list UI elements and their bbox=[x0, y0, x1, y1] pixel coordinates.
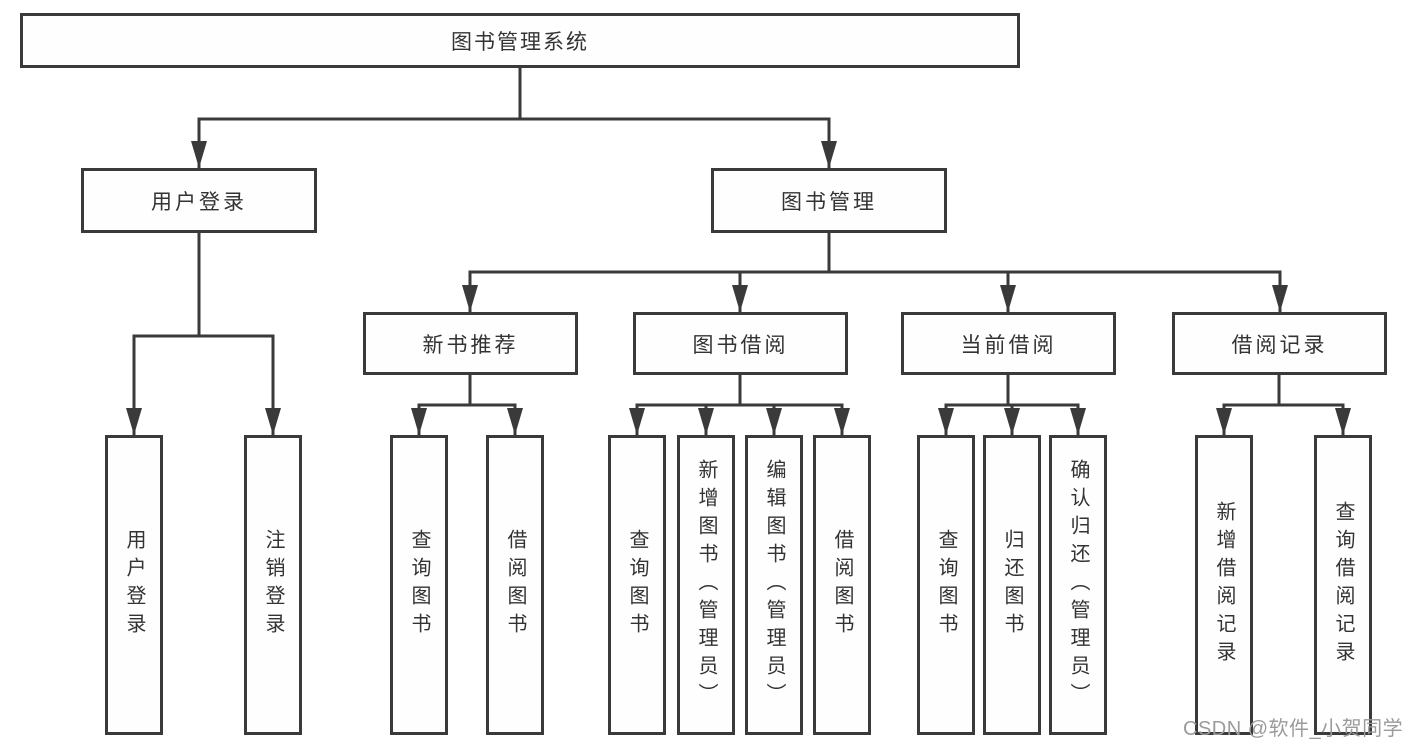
leaf-br-query-record: 查询借阅记录 bbox=[1314, 435, 1372, 735]
leaf-bb-query-books: 查询图书 bbox=[608, 435, 666, 735]
node-book-management: 图书管理 bbox=[711, 168, 947, 233]
leaf-bb-edit-books-admin: 编辑图书（管理员） bbox=[745, 435, 803, 735]
leaf-bb-add-books-admin: 新增图书（管理员） bbox=[677, 435, 735, 735]
node-book-borrowing: 图书借阅 bbox=[633, 312, 848, 375]
node-new-book-recommendation: 新书推荐 bbox=[363, 312, 578, 375]
leaf-nbr-query-books: 查询图书 bbox=[390, 435, 448, 735]
leaf-cb-return-books: 归还图书 bbox=[983, 435, 1041, 735]
node-borrowing-records: 借阅记录 bbox=[1172, 312, 1387, 375]
node-root: 图书管理系统 bbox=[20, 13, 1020, 68]
leaf-logout: 注销登录 bbox=[244, 435, 302, 735]
csdn-watermark: CSDN @软件_小贺同学 bbox=[1183, 718, 1404, 740]
node-user-login: 用户登录 bbox=[81, 168, 317, 233]
leaf-nbr-borrow-books: 借阅图书 bbox=[486, 435, 544, 735]
leaf-cb-confirm-return-admin: 确认归还（管理员） bbox=[1049, 435, 1107, 735]
node-current-borrowing: 当前借阅 bbox=[901, 312, 1116, 375]
leaf-br-add-record: 新增借阅记录 bbox=[1195, 435, 1253, 735]
leaf-cb-query-books: 查询图书 bbox=[917, 435, 975, 735]
leaf-user-login: 用户登录 bbox=[105, 435, 163, 735]
leaf-bb-borrow-books: 借阅图书 bbox=[813, 435, 871, 735]
